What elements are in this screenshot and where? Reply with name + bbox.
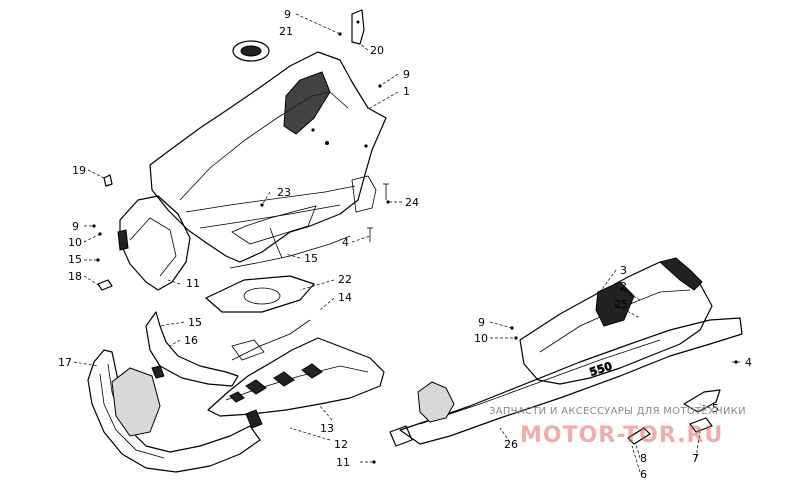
- callout-24: 24: [405, 196, 419, 209]
- part-5-bracket: [683, 389, 721, 413]
- callout-22: 22: [338, 273, 352, 286]
- callout-15: 15: [188, 316, 202, 329]
- callout-13: 13: [320, 422, 334, 435]
- part-1-console: [149, 51, 387, 269]
- part-17-nose: [87, 349, 263, 473]
- callout-9: 9: [403, 68, 410, 81]
- callout-2: 2: [620, 280, 627, 293]
- leader-lines: [73, 13, 742, 473]
- callout-21: 21: [279, 25, 293, 38]
- callout-26: 26: [504, 438, 518, 451]
- callout-4: 4: [745, 356, 752, 369]
- callout-25: 25: [614, 298, 628, 311]
- callout-11: 11: [186, 277, 200, 290]
- callout-3: 3: [620, 264, 627, 277]
- callout-14: 14: [338, 291, 352, 304]
- decal-550-text: 550: [588, 359, 614, 379]
- part-18-clip: [97, 279, 113, 291]
- part-22-plate: [205, 275, 315, 313]
- callout-16: 16: [184, 334, 198, 347]
- part-24-screw: [383, 183, 389, 200]
- callout-20: 20: [370, 44, 384, 57]
- watermark-logo-text: MOTOR-TOR.RU: [520, 423, 723, 448]
- part-8-clip: [627, 427, 651, 445]
- callout-19: 19: [72, 164, 86, 177]
- part-tunnel-rail: [389, 317, 743, 447]
- callout-17: 17: [58, 356, 72, 369]
- callout-12: 12: [334, 438, 348, 451]
- part-4-pin: [367, 227, 373, 242]
- part-20-bracket: [351, 9, 365, 45]
- part-19-tab: [103, 174, 113, 187]
- watermark-tagline: ЗАПЧАСТИ И АКСЕССУАРЫ ДЛЯ МОТОТЕХНИКИ: [489, 406, 746, 417]
- callout-1: 1: [403, 85, 410, 98]
- callout-7: 7: [692, 452, 699, 465]
- callout-15: 15: [304, 252, 318, 265]
- part-11-side-panel: [117, 195, 191, 291]
- part-2-side-panel: 550: [519, 257, 713, 385]
- part-21-grommet: [232, 40, 270, 62]
- callout-10: 10: [474, 332, 488, 345]
- part-7-clip: [689, 417, 713, 433]
- callout-15: 15: [68, 253, 82, 266]
- callout-9: 9: [284, 8, 291, 21]
- callout-18: 18: [68, 270, 82, 283]
- callout-9: 9: [72, 220, 79, 233]
- callout-23: 23: [277, 186, 291, 199]
- callout-10: 10: [68, 236, 82, 249]
- callout-5: 5: [712, 402, 719, 415]
- callout-8: 8: [640, 452, 647, 465]
- callout-4: 4: [342, 236, 349, 249]
- part-14-belly-pan: [207, 319, 385, 417]
- callout-11: 11: [336, 456, 350, 469]
- callout-labels: 9 21 20 9 1 19 23 24 9 10 4 15 15 18 11 …: [58, 8, 752, 481]
- hardware-dots: [92, 32, 738, 464]
- callout-9: 9: [478, 316, 485, 329]
- watermark: ЗАПЧАСТИ И АКСЕССУАРЫ ДЛЯ МОТОТЕХНИКИ MO…: [489, 406, 746, 448]
- part-16-strip: [145, 311, 239, 387]
- callout-6: 6: [640, 468, 647, 481]
